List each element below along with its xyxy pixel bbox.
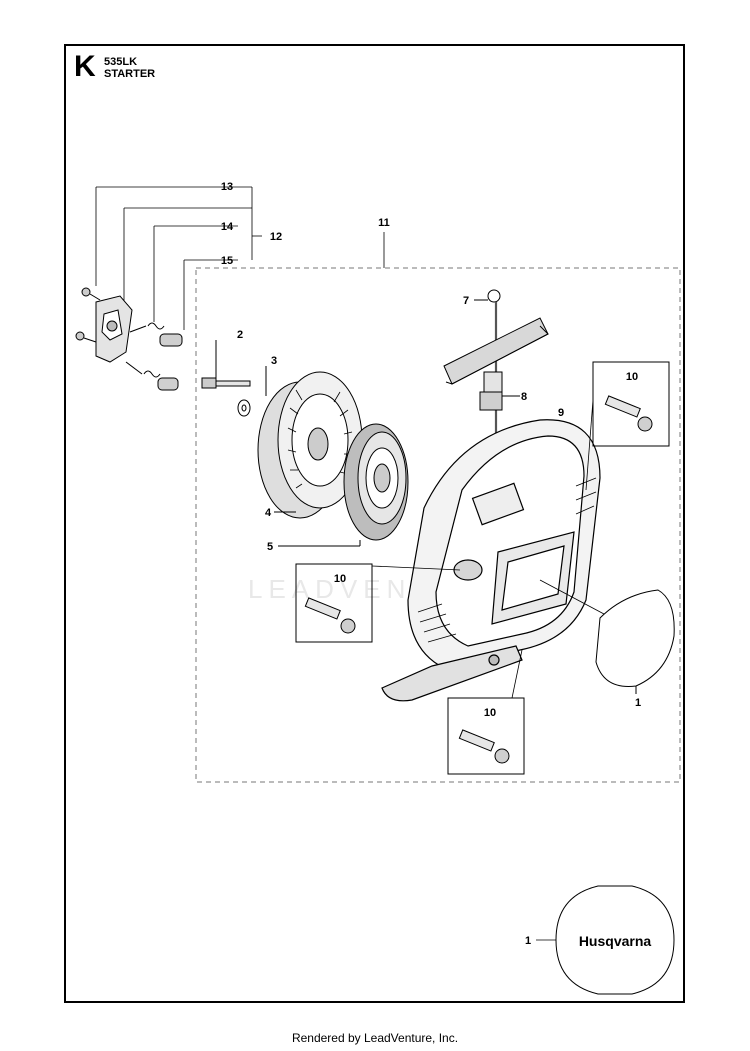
callout-9: 9 [558,407,564,419]
callout-5: 5 [267,541,273,553]
model-number: 535LK [104,56,138,68]
callout-4: 4 [265,507,272,519]
callout-10-top: 10 [626,371,638,383]
callout-8: 8 [521,391,527,403]
pulley [257,371,363,519]
diagram-frame [64,44,685,1003]
section-title: STARTER [104,68,156,80]
bolt-box-top [585,361,670,491]
callout-15: 15 [221,255,233,267]
callout-13: 13 [221,181,233,193]
callout-1-logo: 1 [525,935,531,947]
recoil-spring [278,423,409,547]
callout-1-cover: 1 [635,697,641,709]
callout-2: 2 [237,329,243,341]
screw-and-washer [201,340,267,417]
callout-14: 14 [221,221,234,233]
callout-11: 11 [378,217,390,229]
pawl-assembly [75,287,183,391]
bolt-box-middle [295,563,461,643]
bolt-box-bottom [447,649,525,775]
section-letter: K [74,50,96,83]
callout-3: 3 [271,355,277,367]
cover-plate [539,579,675,694]
callout-12: 12 [270,231,282,243]
logo-wordmark: Husqvarna [579,933,652,949]
footer-credit: Rendered by LeadVenture, Inc. [291,1031,459,1045]
bracket-lines [95,186,262,330]
callout-10-bottom: 10 [484,707,496,719]
callout-10-middle: 10 [334,573,346,585]
assembly-boundary [195,267,681,783]
starter-housing [381,419,601,702]
husqvarna-logo: Husqvarna [536,885,675,995]
callout-7: 7 [463,295,469,307]
